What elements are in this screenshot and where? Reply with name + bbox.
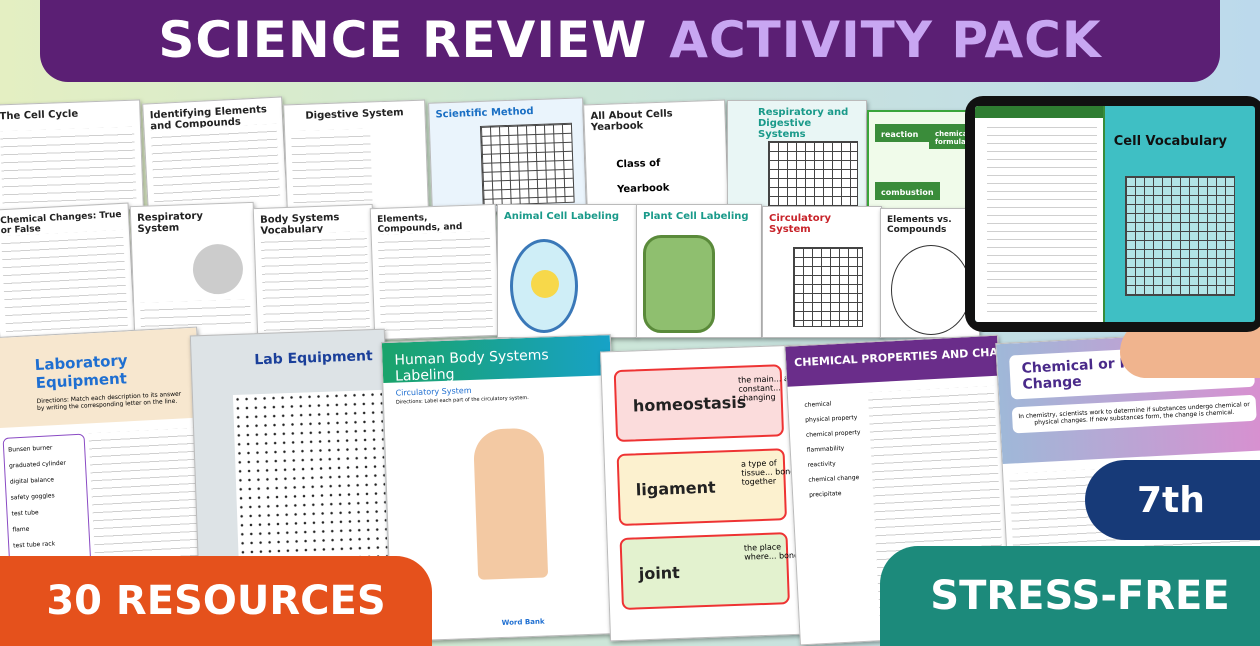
vocab-word: joint [638, 562, 681, 583]
worksheet-body-vocab: Body Systems Vocabulary [252, 203, 378, 341]
text-lines [1, 229, 129, 335]
worksheet-digestive: Digestive System [283, 99, 429, 215]
body-diagram [472, 427, 549, 580]
intro-text: In chemistry, scientists work to determi… [1011, 394, 1257, 434]
worksheet-plant-cell: Plant Cell Labeling [636, 204, 762, 338]
vocab-word: ligament [635, 477, 716, 499]
worksheet-title: All About Cells Yearbook [590, 108, 673, 134]
title-banner: SCIENCE REVIEW ACTIVITY PACK [40, 0, 1220, 82]
tablet-device: Cell Vocabulary [965, 96, 1260, 332]
worksheet-title: Respiratory and Digestive Systems [758, 107, 849, 140]
term: precipitate [808, 490, 842, 499]
word-bank-label: Word Bank [501, 617, 545, 628]
worksheet-elements-compounds: Identifying Elements and Compounds [142, 96, 288, 216]
text-lines [377, 231, 494, 333]
lungs-image [192, 243, 244, 296]
grade-badge: 7th [1085, 460, 1260, 540]
tablet-screen: Cell Vocabulary [975, 106, 1255, 322]
yearbook-word: Yearbook [616, 182, 670, 196]
worksheet-chem-true-false: Chemical Changes: True or False [0, 202, 136, 342]
worksheet-title: Scientific Method [435, 106, 534, 121]
clue-lines [987, 120, 1097, 316]
animal-cell-image [510, 239, 578, 333]
cell-vocabulary-title: Cell Vocabulary [1113, 134, 1227, 149]
worksheet-title: Plant Cell Labeling [643, 211, 749, 222]
venn-diagram [891, 245, 971, 335]
resources-badge: 30 RESOURCES [0, 556, 432, 646]
stress-free-badge: STRESS-FREE [880, 546, 1260, 646]
worksheet-cell-cycle: The Cell Cycle [0, 99, 144, 215]
worksheet-respiratory: Respiratory System [129, 201, 259, 341]
worksheet-vocab-matching: homeostasis ligament joint the main... a… [600, 344, 810, 642]
crossword-clues [975, 106, 1105, 322]
card-term: combustion [875, 182, 940, 200]
crossword-grid [479, 122, 575, 206]
text-lines [150, 123, 281, 209]
plant-cell-image [643, 235, 715, 333]
vocab-word: homeostasis [632, 392, 747, 415]
crossword-grid [768, 141, 858, 211]
worksheet-resp-digestive: Respiratory and Digestive Systems [727, 100, 867, 212]
worksheet-title: Laboratory Equipment [34, 351, 129, 393]
text-lines [260, 231, 371, 333]
yearbook-class: Class of [616, 157, 661, 171]
directions: Directions: Match each description to it… [36, 390, 182, 413]
worksheet-title: CHEMICAL PROPERTIES AND CHANGES [785, 335, 1014, 387]
worksheet-title: Circulatory System [769, 213, 832, 235]
title-part1: SCIENCE REVIEW [158, 11, 648, 69]
worksheet-title: The Cell Cycle [0, 108, 79, 123]
worksheet-mixtures: Elements, Compounds, and Mixtures [369, 203, 501, 341]
crossword-grid [793, 247, 863, 327]
term: chemical property [805, 428, 861, 439]
title-part2: ACTIVITY PACK [669, 11, 1102, 69]
term: chemical change [808, 474, 860, 484]
worksheet-title: Digestive System [305, 107, 404, 122]
worksheet-scientific-method: Scientific Method [428, 97, 587, 215]
worksheet-title: Elements vs. Compounds [887, 215, 952, 235]
worksheet-circulatory: Circulatory System [762, 206, 882, 338]
worksheet-title: Animal Cell Labeling [504, 211, 620, 222]
crossword-grid [1125, 176, 1235, 296]
text-lines [0, 126, 137, 208]
worksheet-title: Lab Equipment [254, 348, 373, 369]
worksheet-title: Respiratory System [136, 210, 204, 235]
worksheet-animal-cell: Animal Cell Labeling [497, 204, 637, 338]
text-lines [291, 128, 373, 208]
clues-header [975, 106, 1103, 118]
